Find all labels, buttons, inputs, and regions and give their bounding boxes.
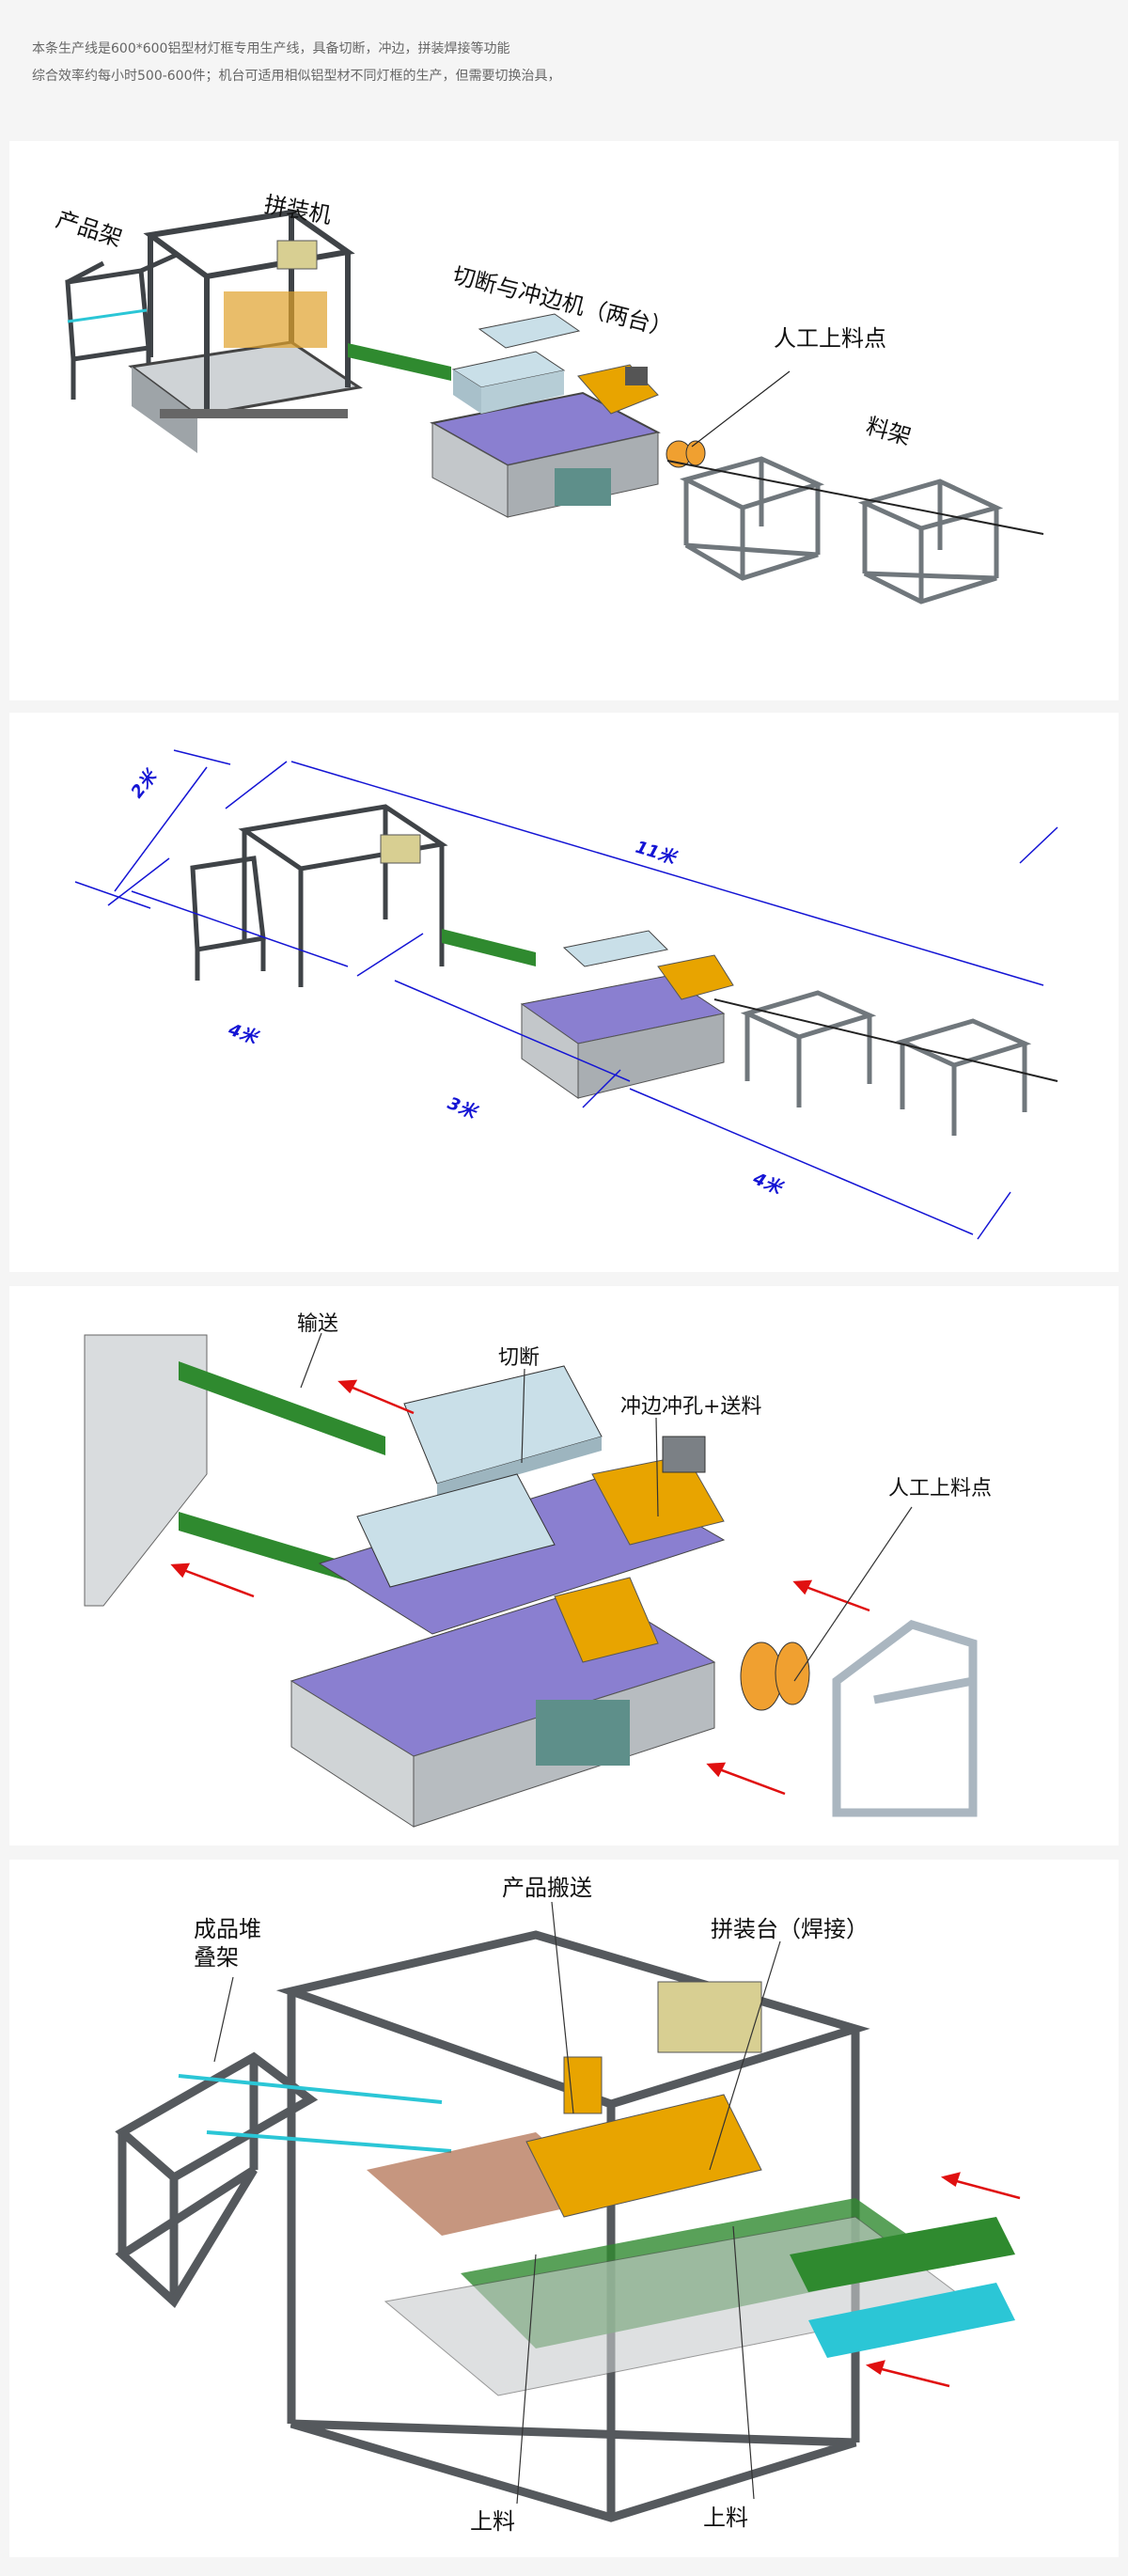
leader-lines (300, 1332, 913, 1682)
dimension-lines (74, 749, 1058, 1240)
dim-4m-a: 4米 (225, 1020, 261, 1049)
manual-load-label: 人工上料点 (774, 325, 886, 352)
material-racks-graphic (680, 456, 1004, 605)
dimensions-panel: 2米 11米 4米 3米 4米 (9, 713, 1119, 1272)
dimensions-drawing: 2米 11米 4米 3米 4米 (74, 749, 1058, 1240)
assembly-closeup-drawing: 成品堆 叠架 产品搬送 拼装台（焊接） 上料 上料 (115, 1875, 1021, 2535)
conveyor-graphic (348, 343, 451, 381)
dim-2m: 2米 (127, 765, 162, 802)
product-rack-label: 产品架 (53, 206, 125, 252)
assembly-leader-lines (213, 1901, 781, 2505)
dim-4m-b: 4米 (749, 1169, 787, 1200)
flow-arrows (170, 1379, 870, 1796)
punch-label: 冲边冲孔+送料 (620, 1395, 761, 1419)
manual-load-disc-graphic (666, 440, 706, 468)
stack-rack-label-line-2: 叠架 (194, 1944, 239, 1971)
convey-label: 输送 (297, 1312, 338, 1336)
cut-label: 切断 (498, 1346, 540, 1370)
cutter-closeup-drawing: 输送 切断 冲边冲孔+送料 人工上料点 (84, 1312, 992, 1828)
load-label-b: 上料 (703, 2505, 748, 2531)
intro-line-2: 综合效率约每小时500-600件；机台可适用相似铝型材不同灯框的生产，但需要切换… (32, 69, 561, 84)
line-layout-graphic (190, 804, 1058, 1136)
stack-rack-label-line-1: 成品堆 (194, 1916, 261, 1942)
station-label: 拼装台（焊接） (711, 1916, 869, 1942)
assembly-flow-arrows (865, 2172, 1021, 2388)
intro-text: 本条生产线是600*600铝型材灯框专用生产线，具备切断，冲边，拼装焊接等功能 … (32, 36, 561, 90)
dim-11m: 11米 (634, 838, 681, 870)
assembly-graphic (115, 1930, 1015, 2522)
dim-3m: 3米 (445, 1093, 481, 1123)
assembler-label: 拼装机 (262, 191, 334, 228)
manual-load-leader (691, 370, 791, 448)
overview-panel: 产品架 拼装机 切断与冲边机（两台） 人工上料点 料架 (9, 141, 1119, 700)
assembler-graphic (128, 209, 363, 453)
intro-line-1: 本条生产线是600*600铝型材灯框专用生产线，具备切断，冲边，拼装焊接等功能 (32, 41, 510, 56)
transfer-label: 产品搬送 (502, 1875, 592, 1901)
cutter-machines-graphic (430, 313, 661, 518)
cutter-closeup-panel: 输送 切断 冲边冲孔+送料 人工上料点 (9, 1286, 1119, 1846)
load-label-a: 上料 (470, 2508, 515, 2535)
material-rack-label: 料架 (863, 413, 914, 450)
overview-drawing: 产品架 拼装机 切断与冲边机（两台） 人工上料点 料架 (53, 191, 1044, 605)
manual-load-closeup-label: 人工上料点 (888, 1477, 992, 1500)
cutter-closeup-graphic (84, 1334, 978, 1828)
assembly-closeup-panel: 成品堆 叠架 产品搬送 拼装台（焊接） 上料 上料 (9, 1860, 1119, 2557)
